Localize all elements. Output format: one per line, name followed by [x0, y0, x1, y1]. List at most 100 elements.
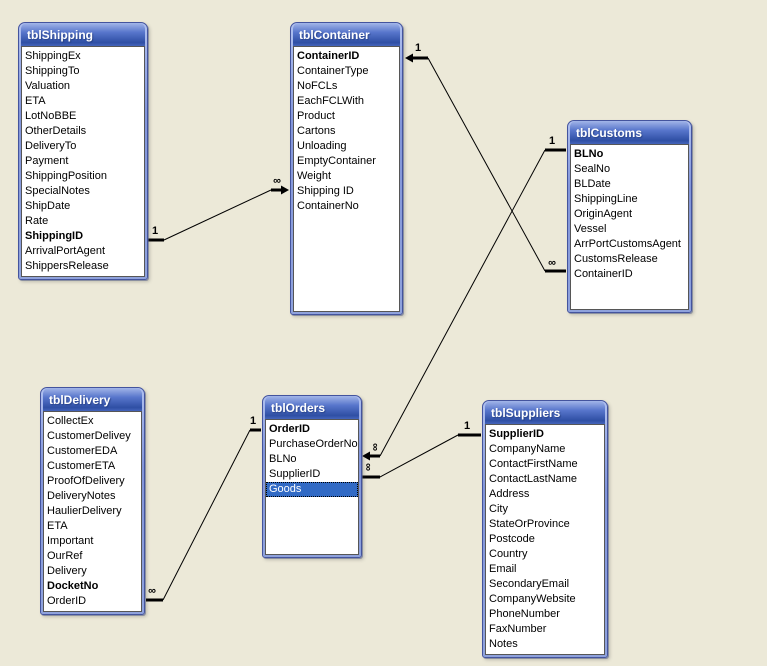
field-row-tblContainer-ContainerType[interactable]: ContainerType: [297, 65, 369, 77]
field-row-tblCustoms-ShippingLine[interactable]: ShippingLine: [574, 193, 638, 205]
field-row-tblOrders-SupplierID[interactable]: SupplierID: [269, 468, 321, 480]
table-title-tblShipping[interactable]: tblShipping: [21, 23, 145, 46]
field-row-tblShipping-Rate[interactable]: Rate: [25, 215, 49, 227]
field-row-tblDelivery-CustomerDelivey[interactable]: CustomerDelivey: [47, 430, 131, 442]
field-row-tblSuppliers-StateOrProvince[interactable]: StateOrProvince: [489, 518, 570, 530]
field-row-tblSuppliers-CompanyName[interactable]: CompanyName: [489, 443, 566, 455]
cardinality-label-customs-orders-many: ∞: [369, 443, 381, 451]
field-row-tblShipping-ShipDate[interactable]: ShipDate: [25, 200, 71, 212]
field-row-tblDelivery-DocketNo[interactable]: DocketNo: [47, 580, 99, 592]
field-row-tblShipping-ETA[interactable]: ETA: [25, 95, 46, 107]
field-row-tblCustoms-CustomsRelease[interactable]: CustomsRelease: [574, 253, 658, 265]
field-row-tblSuppliers-CompanyWebsite[interactable]: CompanyWebsite: [489, 593, 576, 605]
join-arrow-shipping-container-many-right-icon: [281, 185, 289, 195]
relationship-line-container-customs[interactable]: [427, 57, 546, 272]
field-row-tblShipping-DeliveryTo[interactable]: DeliveryTo: [25, 140, 77, 152]
field-row-tblSuppliers-City[interactable]: City: [489, 503, 508, 515]
table-title-tblSuppliers[interactable]: tblSuppliers: [485, 401, 605, 424]
field-row-tblSuppliers-Country[interactable]: Country: [489, 548, 528, 560]
field-row-tblCustoms-ArrPortCustomsAgent[interactable]: ArrPortCustomsAgent: [574, 238, 681, 250]
field-row-tblOrders-OrderID[interactable]: OrderID: [269, 423, 310, 435]
cardinality-label-container-customs-many: ∞: [548, 257, 556, 269]
field-row-tblSuppliers-Notes[interactable]: Notes: [489, 638, 518, 650]
field-row-tblCustoms-Vessel[interactable]: Vessel: [574, 223, 607, 235]
field-row-tblShipping-ShippingEx[interactable]: ShippingEx: [25, 50, 81, 62]
field-row-tblDelivery-CollectEx[interactable]: CollectEx: [47, 415, 94, 427]
field-row-tblShipping-Valuation[interactable]: Valuation: [25, 80, 71, 92]
cardinality-label-suppliers-orders-many: ∞: [362, 463, 374, 471]
cardinality-label-orders-delivery-many: ∞: [148, 585, 156, 597]
field-row-tblShipping-ArrivalPortAgent[interactable]: ArrivalPortAgent: [25, 245, 106, 257]
relationship-line-suppliers-orders[interactable]: [379, 434, 459, 478]
field-row-tblDelivery-OurRef[interactable]: OurRef: [47, 550, 83, 562]
field-row-tblShipping-ShippersRelease[interactable]: ShippersRelease: [25, 260, 109, 272]
field-row-tblShipping-ShippingID[interactable]: ShippingID: [25, 230, 84, 242]
field-row-tblDelivery-HaulierDelivery[interactable]: HaulierDelivery: [47, 505, 122, 517]
field-row-tblCustoms-OriginAgent[interactable]: OriginAgent: [574, 208, 633, 220]
field-row-tblSuppliers-Address[interactable]: Address: [489, 488, 530, 500]
field-row-tblContainer-Cartons[interactable]: Cartons: [297, 125, 336, 137]
field-row-tblDelivery-CustomerEDA[interactable]: CustomerEDA: [47, 445, 118, 457]
field-row-tblDelivery-ProofOfDelivery[interactable]: ProofOfDelivery: [47, 475, 125, 487]
field-row-tblContainer-ContainerNo[interactable]: ContainerNo: [297, 200, 359, 212]
table-title-tblCustoms[interactable]: tblCustoms: [570, 121, 689, 144]
field-row-tblContainer-EmptyContainer[interactable]: EmptyContainer: [297, 155, 376, 167]
field-row-tblCustoms-SealNo[interactable]: SealNo: [574, 163, 611, 175]
field-row-tblDelivery-OrderID[interactable]: OrderID: [47, 595, 87, 607]
join-arrow-customs-orders-many-left-icon: [362, 451, 370, 461]
field-row-tblDelivery-Important[interactable]: Important: [47, 535, 94, 547]
field-row-tblContainer-NoFCLs[interactable]: NoFCLs: [297, 80, 338, 92]
field-row-tblSuppliers-SupplierID[interactable]: SupplierID: [489, 428, 545, 440]
field-row-tblDelivery-DeliveryNotes[interactable]: DeliveryNotes: [47, 490, 116, 502]
field-row-tblContainer-Product[interactable]: Product: [297, 110, 335, 122]
field-row-tblCustoms-BLNo[interactable]: BLNo: [574, 148, 604, 160]
field-row-tblSuppliers-PhoneNumber[interactable]: PhoneNumber: [489, 608, 560, 620]
relationship-line-orders-delivery[interactable]: [162, 429, 251, 601]
field-row-tblSuppliers-ContactFirstName[interactable]: ContactFirstName: [489, 458, 578, 470]
field-row-tblContainer-Shipping ID[interactable]: Shipping ID: [297, 185, 354, 197]
relationship-line-shipping-container[interactable]: [163, 189, 272, 241]
field-row-tblShipping-LotNoBBE[interactable]: LotNoBBE: [25, 110, 77, 122]
cardinality-label-shipping-container-one: 1: [152, 225, 158, 237]
table-title-tblDelivery[interactable]: tblDelivery: [43, 388, 142, 411]
field-row-tblShipping-Payment[interactable]: Payment: [25, 155, 69, 167]
field-row-tblSuppliers-FaxNumber[interactable]: FaxNumber: [489, 623, 547, 635]
table-title-tblContainer[interactable]: tblContainer: [293, 23, 400, 46]
field-row-tblSuppliers-Email[interactable]: Email: [489, 563, 517, 575]
field-row-tblContainer-ContainerID[interactable]: ContainerID: [297, 50, 360, 62]
field-row-tblOrders-Goods[interactable]: Goods: [266, 482, 358, 497]
cardinality-label-container-customs-one: 1: [415, 42, 421, 54]
field-row-tblShipping-ShippingTo[interactable]: ShippingTo: [25, 65, 80, 77]
field-row-tblDelivery-ETA[interactable]: ETA: [47, 520, 68, 532]
relationship-line-customs-orders[interactable]: [379, 149, 546, 457]
field-row-tblSuppliers-Postcode[interactable]: Postcode: [489, 533, 535, 545]
field-row-tblShipping-ShippingPosition[interactable]: ShippingPosition: [25, 170, 107, 182]
field-row-tblCustoms-ContainerID[interactable]: ContainerID: [574, 268, 633, 280]
field-row-tblContainer-Unloading[interactable]: Unloading: [297, 140, 347, 152]
field-row-tblContainer-EachFCLWith[interactable]: EachFCLWith: [297, 95, 365, 107]
field-row-tblCustoms-BLDate[interactable]: BLDate: [574, 178, 611, 190]
field-row-tblOrders-BLNo[interactable]: BLNo: [269, 453, 297, 465]
field-row-tblShipping-OtherDetails[interactable]: OtherDetails: [25, 125, 87, 137]
field-row-tblSuppliers-ContactLastName[interactable]: ContactLastName: [489, 473, 578, 485]
field-row-tblDelivery-Delivery[interactable]: Delivery: [47, 565, 87, 577]
table-title-tblOrders[interactable]: tblOrders: [265, 396, 359, 419]
field-row-tblDelivery-CustomerETA[interactable]: CustomerETA: [47, 460, 116, 472]
join-arrow-container-customs-one-left-icon: [405, 53, 413, 63]
field-row-tblSuppliers-SecondaryEmail[interactable]: SecondaryEmail: [489, 578, 570, 590]
field-row-tblOrders-PurchaseOrderNo[interactable]: PurchaseOrderNo: [269, 438, 358, 450]
field-row-tblShipping-SpecialNotes[interactable]: SpecialNotes: [25, 185, 90, 197]
field-row-tblContainer-Weight[interactable]: Weight: [297, 170, 332, 182]
cardinality-label-shipping-container-many: ∞: [273, 175, 281, 187]
